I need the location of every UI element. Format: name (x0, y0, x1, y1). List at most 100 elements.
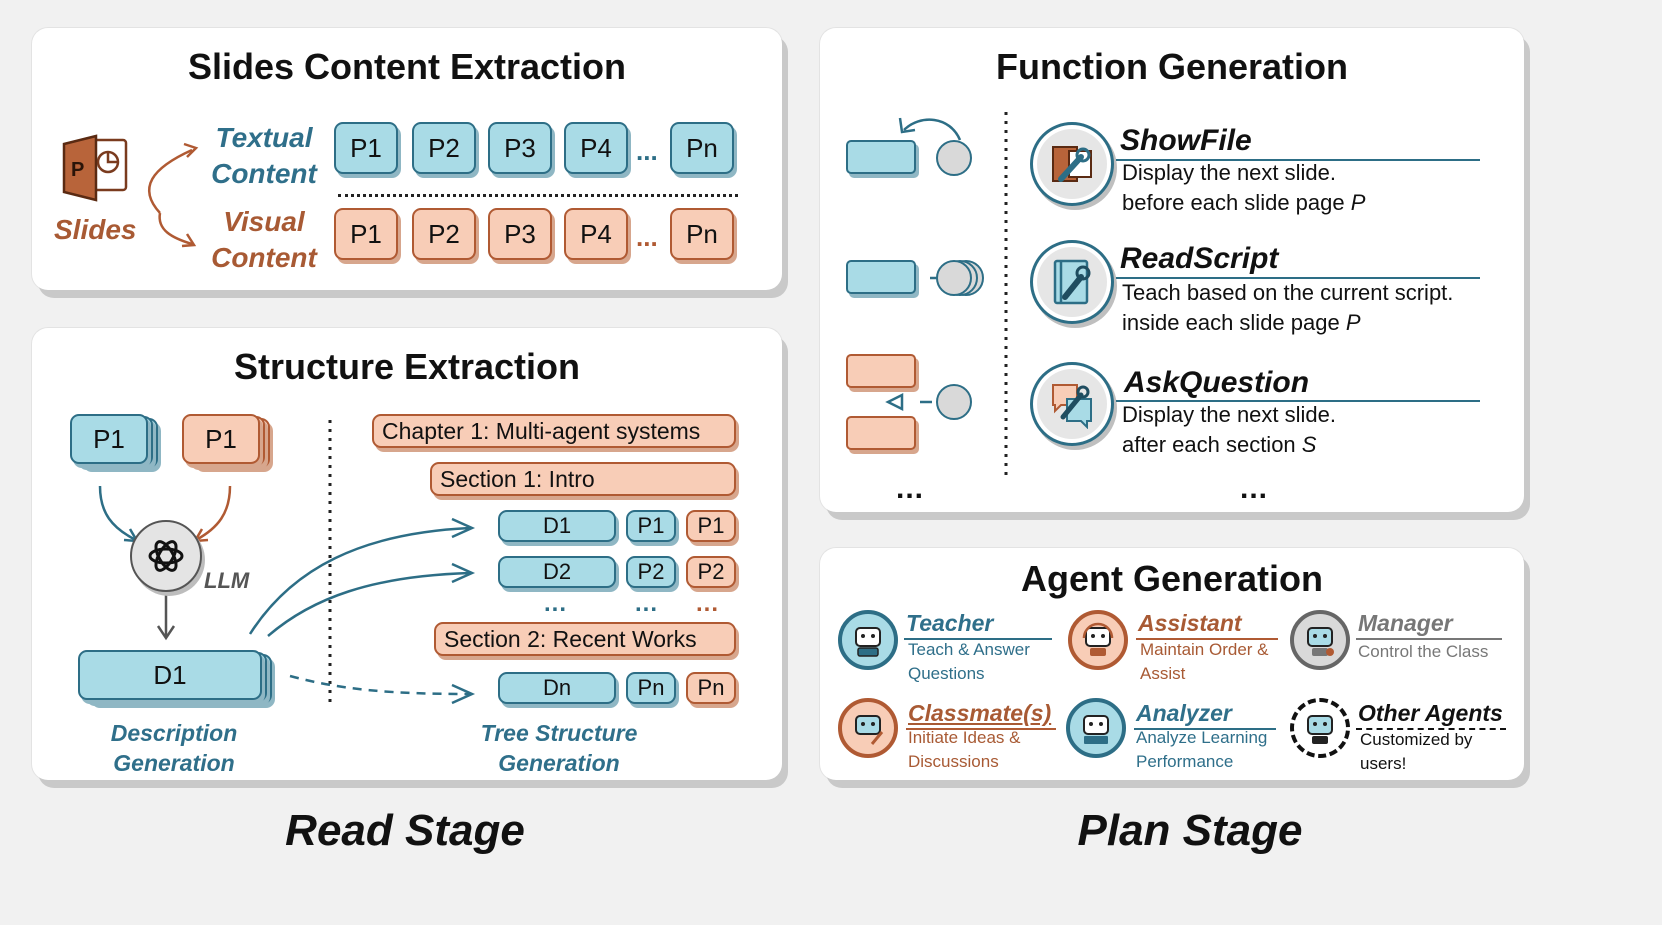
visual-ellipsis: ... (636, 222, 658, 252)
powerpoint-icon: P (62, 134, 128, 202)
svg-text:P: P (71, 159, 84, 181)
llm-icon (130, 520, 202, 592)
showfile-desc-line2: before each slide page (1122, 190, 1345, 215)
mini-rect-1 (846, 140, 916, 174)
tree-line2: Generation (498, 750, 620, 776)
readscript-description: Teach based on the current script. insid… (1122, 278, 1453, 338)
textual-page-p3: P3 (488, 122, 552, 174)
showfile-desc-line2-wrap: before each slide page P (1122, 188, 1365, 218)
function-generation-panel: Function Generation ... ... ShowFile Dis… (820, 28, 1524, 512)
readscript-var: P (1345, 310, 1361, 335)
assistant-underline (1136, 638, 1278, 640)
analyzer-desc-line1: Analyze Learning (1136, 728, 1268, 747)
textual-content-label: Textual Content (204, 120, 324, 192)
visual-page-pn: Pn (670, 208, 734, 260)
classmates-underline (906, 728, 1056, 730)
classmates-desc-line1: Initiate Ideas & (908, 728, 1021, 747)
askquestion-desc-line2-wrap: after each section S (1122, 430, 1336, 460)
mini-rect-3b (846, 416, 916, 450)
other-agents-description: Customized by users! (1360, 728, 1472, 776)
manager-avatar-icon (1290, 610, 1350, 670)
askquestion-desc-line1: Display the next slide. (1122, 402, 1336, 427)
textual-ellipsis: ... (636, 136, 658, 166)
function-name-askquestion: AskQuestion (1124, 366, 1310, 399)
chapter-node: Chapter 1: Multi-agent systems (372, 414, 736, 448)
agent-name-teacher: Teacher (906, 610, 994, 636)
function-more-right: ... (1240, 472, 1269, 505)
readscript-desc-line2-wrap: inside each slide page P (1122, 308, 1453, 338)
row-divider (338, 194, 738, 197)
tree-row2-pb: P2 (626, 556, 676, 588)
askquestion-description: Display the next slide. after each secti… (1122, 400, 1336, 460)
slides-label: Slides (54, 214, 137, 245)
mini-rect-3a (846, 354, 916, 388)
split-arrows (148, 142, 199, 248)
readscript-desc-line2: inside each slide page (1122, 310, 1340, 335)
section1-node: Section 1: Intro (430, 462, 736, 496)
textual-label-line2: Content (211, 158, 317, 189)
description-line1: Description (110, 720, 238, 746)
structure-extraction-panel: Structure Extraction P1 P1 LLM (32, 328, 782, 780)
tree-dots-po: ... (696, 590, 720, 617)
stacked-p1-orange: P1 (182, 414, 260, 464)
function-more-left: ... (896, 472, 925, 505)
manager-description: Control the Class (1358, 640, 1488, 664)
agent-generation-panel: Agent Generation Teacher Teach & Answer … (820, 548, 1524, 780)
showfile-description: Display the next slide. before each slid… (1122, 158, 1365, 218)
mini-circle-2a (936, 260, 972, 296)
showfile-underline (1116, 159, 1480, 161)
showfile-desc-line1: Display the next slide. (1122, 160, 1336, 185)
textual-label-line1: Textual (215, 122, 313, 153)
textual-page-p4: P4 (564, 122, 628, 174)
assistant-avatar-icon (1068, 610, 1128, 670)
mini-rect-2 (846, 260, 916, 294)
teacher-description: Teach & Answer Questions (908, 638, 1030, 686)
stacked-p1-blue: P1 (70, 414, 148, 464)
agent-name-manager: Manager (1358, 610, 1453, 636)
tree-row1-po: P1 (686, 510, 736, 542)
assistant-desc-line2: Assist (1140, 664, 1186, 683)
tree-row1-d: D1 (498, 510, 616, 542)
tree-row2-d: D2 (498, 556, 616, 588)
manager-underline (1356, 638, 1502, 640)
structure-connectors (98, 420, 476, 706)
analyzer-description: Analyze Learning Performance (1136, 726, 1267, 774)
askquestion-var: S (1301, 432, 1317, 457)
other-agents-underline (1356, 728, 1506, 730)
visual-page-p4: P4 (564, 208, 628, 260)
llm-label: LLM (204, 568, 250, 593)
tree-row3-po: Pn (686, 672, 736, 704)
mini-circle-1 (936, 140, 972, 176)
analyzer-desc-line2: Performance (1136, 752, 1234, 771)
tree-dots-d: ... (544, 590, 568, 617)
description-line2: Generation (113, 750, 235, 776)
visual-page-p1: P1 (334, 208, 398, 260)
readscript-underline (1116, 277, 1480, 279)
askquestion-underline (1116, 400, 1480, 402)
tree-row3-pb: Pn (626, 672, 676, 704)
assistant-description: Maintain Order & Assist (1140, 638, 1269, 686)
visual-label-line1: Visual (223, 206, 305, 237)
analyzer-avatar-icon (1066, 698, 1126, 758)
section2-node: Section 2: Recent Works (434, 622, 736, 656)
classmates-desc-line2: Discussions (908, 752, 999, 771)
description-generation-label: Description Generation (84, 718, 264, 778)
agent-name-assistant: Assistant (1138, 610, 1242, 636)
readscript-icon (1030, 240, 1114, 324)
teacher-underline (904, 638, 1052, 640)
other-agents-avatar-icon (1290, 698, 1350, 758)
other-agents-desc-line1: Customized by (1360, 730, 1473, 749)
readscript-desc-line1: Teach based on the current script. (1122, 280, 1454, 305)
slides-content-extraction-panel: Slides Content Extraction P Slides Textu… (32, 28, 782, 290)
function-panel-title: Function Generation (995, 46, 1348, 87)
visual-label-line2: Content (211, 242, 317, 273)
tree-structure-generation-label: Tree Structure Generation (462, 718, 656, 778)
structure-panel-title: Structure Extraction (233, 346, 581, 387)
manager-desc-line1: Control the Class (1358, 642, 1489, 661)
other-agents-desc-line2: users! (1360, 754, 1407, 773)
visual-content-label: Visual Content (204, 204, 324, 276)
textual-page-pn: Pn (670, 122, 734, 174)
classmates-avatar-icon (838, 698, 898, 758)
tree-dots-pb: ... (635, 590, 659, 617)
analyzer-underline (1134, 728, 1276, 730)
